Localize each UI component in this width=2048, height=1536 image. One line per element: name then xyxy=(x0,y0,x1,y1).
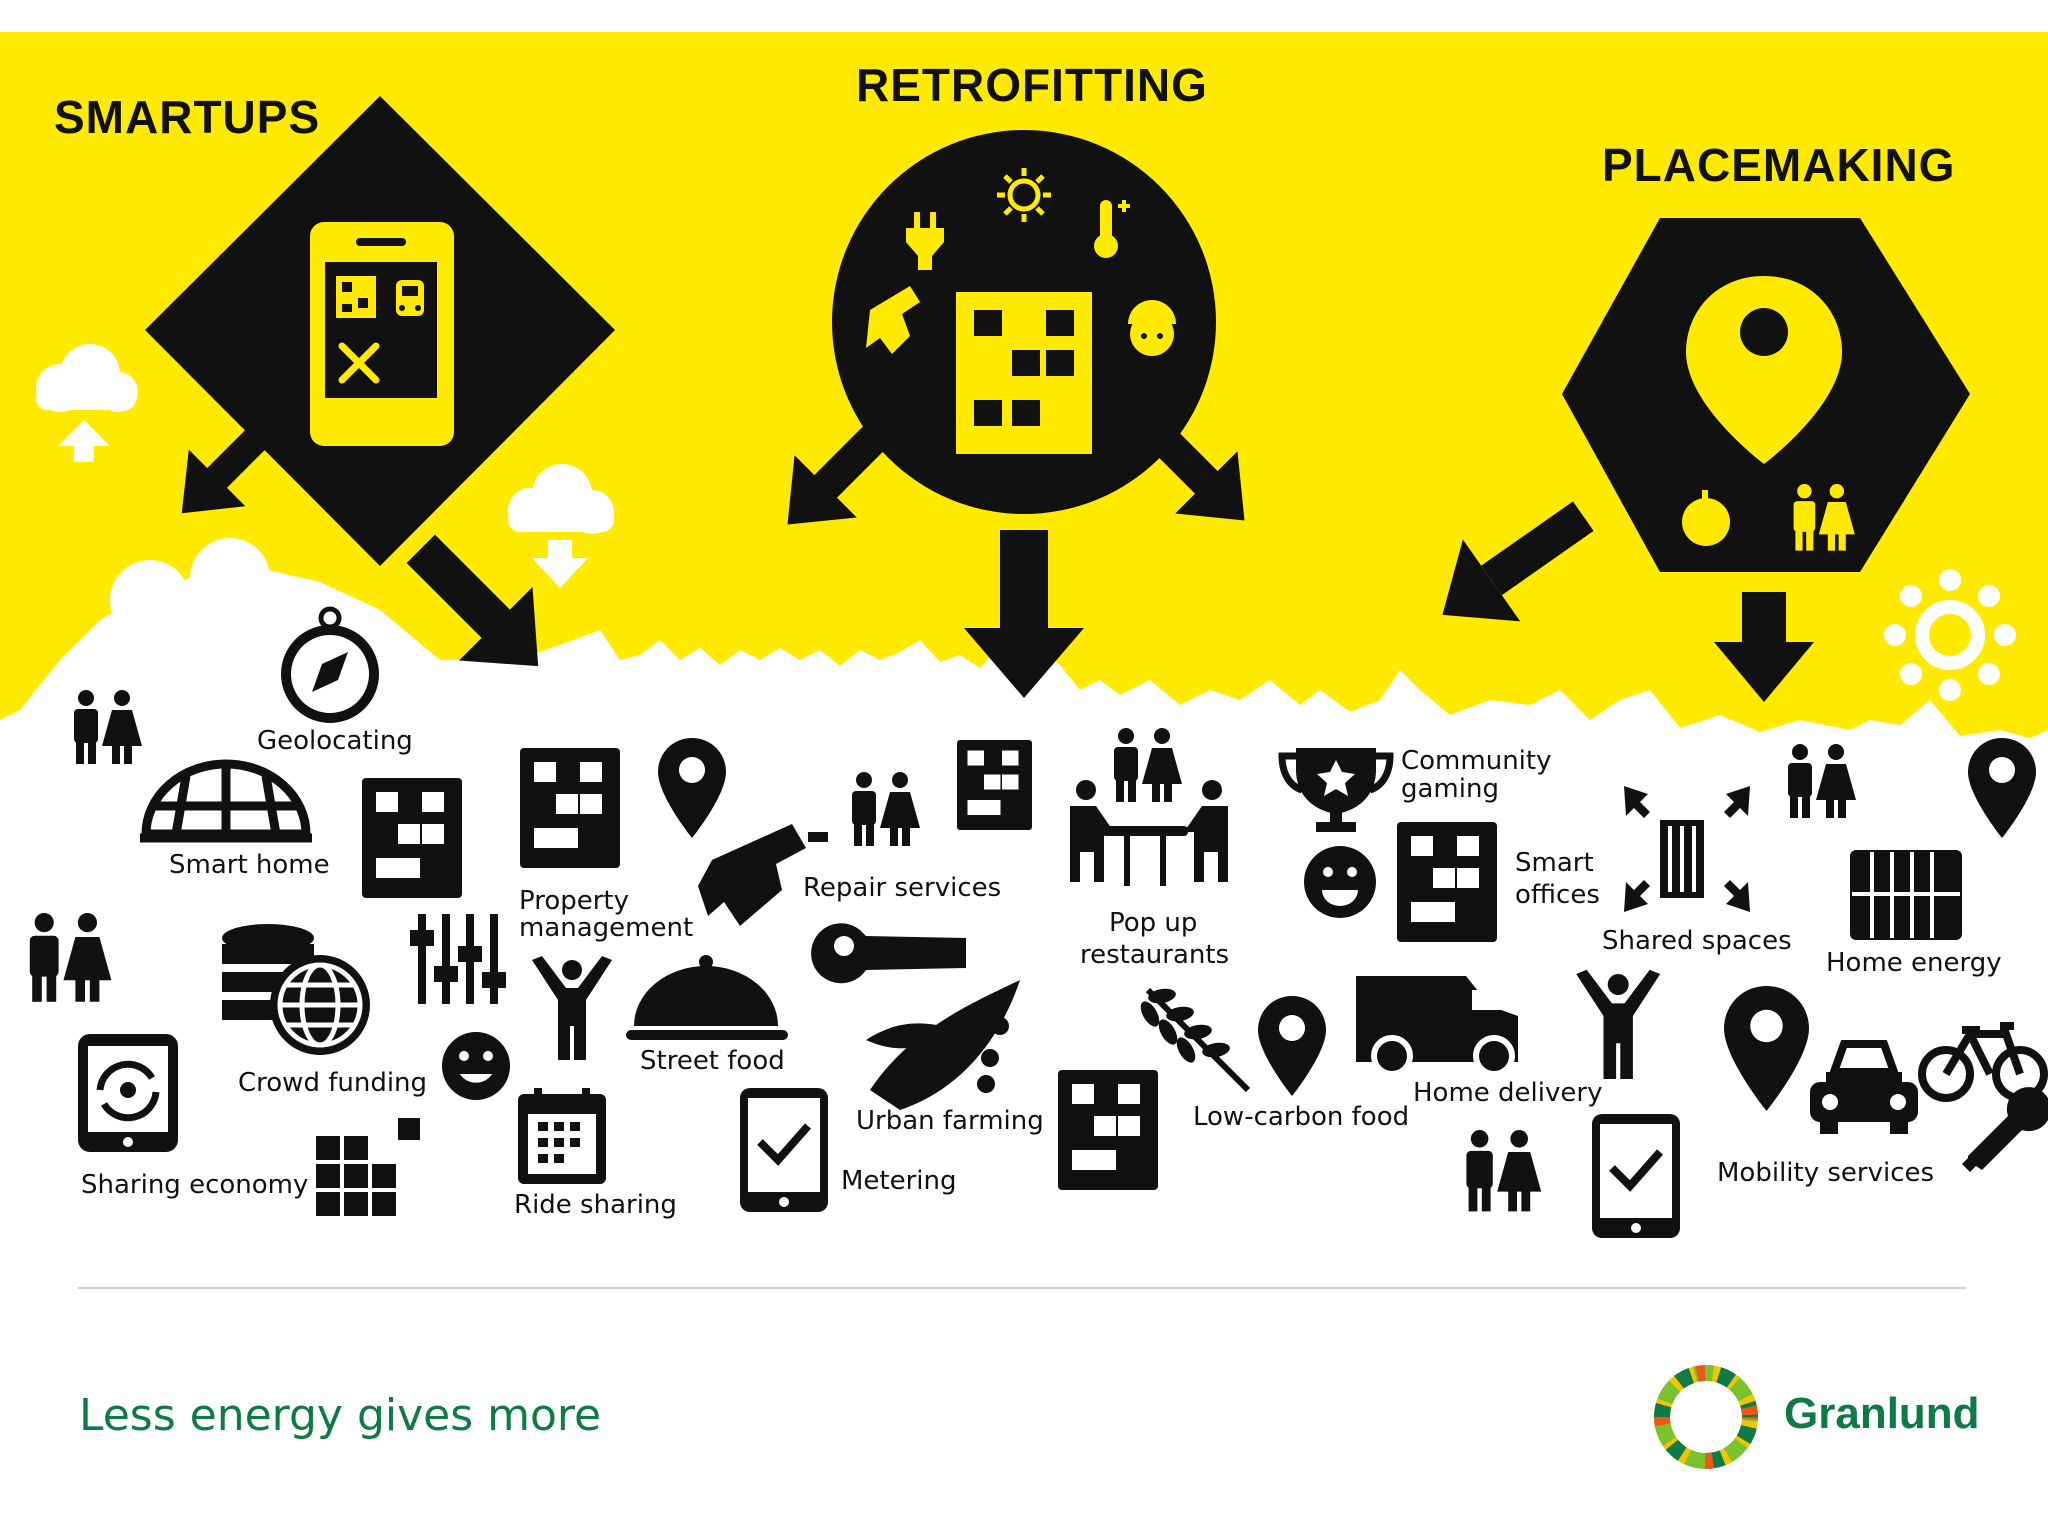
tram-icon xyxy=(396,280,424,316)
label-geolocating: Geolocating xyxy=(257,726,413,756)
smiley-icon xyxy=(1304,846,1376,918)
label-home-delivery: Home delivery xyxy=(1413,1078,1603,1108)
people-icon xyxy=(1788,744,1856,818)
label-mobility-services: Mobility services xyxy=(1717,1158,1935,1188)
location-pin-icon xyxy=(1258,996,1326,1096)
heading-retrofitting: RETROFITTING xyxy=(856,59,1208,111)
people-icon xyxy=(29,913,112,1002)
sliders-icon xyxy=(410,914,506,1004)
label-sharing-economy: Sharing economy xyxy=(81,1170,309,1200)
car-icon xyxy=(1810,1040,1918,1134)
solar-panel-icon xyxy=(1850,850,1962,940)
location-pin-icon xyxy=(658,738,726,838)
label-low-carbon-food: Low-carbon food xyxy=(1193,1102,1410,1132)
key-icon xyxy=(1962,1087,2048,1172)
tablet-sync-icon xyxy=(78,1034,178,1152)
divider xyxy=(78,1287,1966,1289)
plant-leaf-icon xyxy=(866,980,1020,1110)
label-metering: Metering xyxy=(841,1166,957,1196)
worker-icon xyxy=(1128,300,1176,356)
smiley-icon xyxy=(442,1032,510,1100)
location-pin-icon xyxy=(1724,986,1809,1111)
label-ride-sharing: Ride sharing xyxy=(514,1190,677,1220)
brand-name: Granlund xyxy=(1784,1389,1980,1438)
label-property: Property xyxy=(519,886,630,916)
trophy-icon xyxy=(1278,748,1394,832)
granlund-logo-icon xyxy=(1654,1365,1758,1469)
building-icon xyxy=(1397,822,1497,942)
building-icon xyxy=(957,740,1032,830)
calendar-icon xyxy=(518,1088,606,1184)
building-icon xyxy=(336,276,376,318)
people-icon xyxy=(1114,728,1182,802)
building-icon xyxy=(362,778,462,898)
cloud-download-icon xyxy=(508,464,614,588)
sun-icon xyxy=(1884,569,2016,701)
people-icon xyxy=(74,690,142,764)
label-repair-services: Repair services xyxy=(803,873,1002,903)
cutlery-icon xyxy=(338,342,380,384)
drill-icon xyxy=(866,286,920,354)
shared-spaces-icon xyxy=(1624,786,1750,912)
label-street-food: Street food xyxy=(640,1046,785,1076)
plug-icon xyxy=(906,212,944,270)
building-icon xyxy=(520,748,620,868)
tagline: Less energy gives more xyxy=(79,1390,602,1441)
cloud-upload-icon xyxy=(36,344,138,462)
tablet-check-icon xyxy=(740,1088,828,1212)
dome-icon xyxy=(140,759,312,843)
smartups-diamond xyxy=(145,96,615,566)
cheering-person-icon xyxy=(532,956,612,1060)
cheering-person-icon xyxy=(1576,969,1661,1079)
wrench-icon xyxy=(811,923,966,984)
label-urban-farming: Urban farming xyxy=(856,1106,1044,1136)
label-management: management xyxy=(519,913,694,943)
people-icon xyxy=(852,772,920,846)
placemaking-hexagon xyxy=(1562,218,1970,572)
apple-icon xyxy=(1682,490,1730,546)
heading-placemaking: PLACEMAKING xyxy=(1602,139,1956,191)
retrofitting-circle xyxy=(832,130,1216,514)
grid-blocks-icon xyxy=(316,1118,420,1216)
bicycle-icon xyxy=(1918,1022,2048,1102)
label-home-energy: Home energy xyxy=(1826,948,2002,978)
label-gaming: gaming xyxy=(1401,774,1499,804)
database-globe-icon xyxy=(222,924,370,1055)
label-community: Community xyxy=(1401,746,1552,776)
location-pin-icon xyxy=(1968,738,2036,838)
label-pop-up: Pop up xyxy=(1109,908,1198,938)
label-offices: offices xyxy=(1515,880,1600,910)
delivery-van-icon xyxy=(1356,976,1518,1077)
tablet-check-icon xyxy=(1592,1114,1680,1238)
sun-icon xyxy=(997,168,1051,222)
label-smart: Smart xyxy=(1515,848,1594,878)
trees xyxy=(110,538,270,670)
label-shared-spaces: Shared spaces xyxy=(1602,926,1792,956)
thermometer-icon xyxy=(1094,200,1130,258)
people-icon xyxy=(1466,1130,1542,1212)
arrow-icons xyxy=(181,415,1814,702)
compass-icon xyxy=(281,606,379,723)
dining-table-icon xyxy=(1070,780,1228,886)
drill-icon xyxy=(698,824,828,926)
label-smart-home: Smart home xyxy=(169,850,330,880)
label-crowd-funding: Crowd funding xyxy=(238,1068,428,1098)
heading-smartups: SMARTUPS xyxy=(54,91,321,143)
wheat-icon xyxy=(1140,987,1251,1093)
label-restaurants: restaurants xyxy=(1080,940,1230,970)
cloche-icon xyxy=(626,955,788,1040)
building-icon xyxy=(1058,1070,1158,1190)
